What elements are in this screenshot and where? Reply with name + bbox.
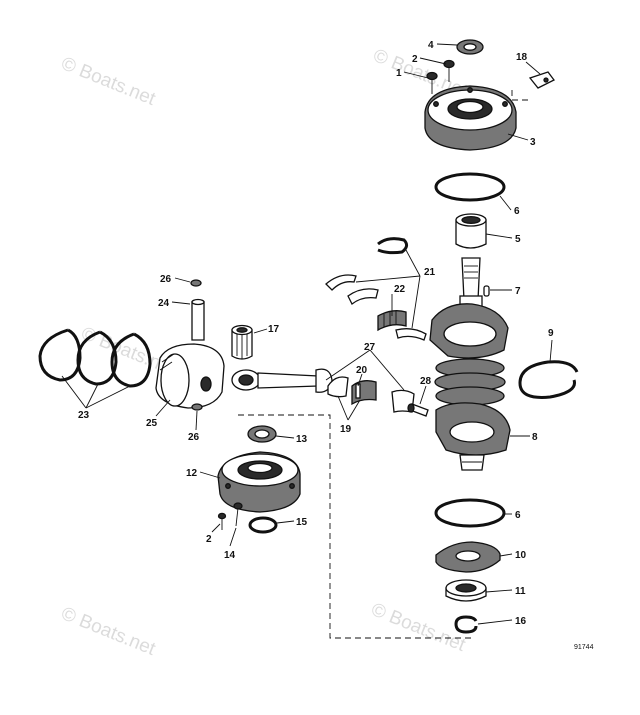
part-10-seal-plate [435,541,501,573]
callout-9: 9 [548,328,554,339]
callout-24: 24 [158,298,170,309]
callout-8: 8 [532,432,538,443]
part-28-rod-bolt [407,403,429,417]
part-2-screw-lower [217,512,227,530]
part-2-screw-top [443,59,455,82]
callout-26-upper: 26 [160,274,172,285]
part-21-bearing-cage-halves [325,274,427,341]
part-14-screw [233,502,243,527]
part-20-needle-roller [355,383,361,399]
callout-19: 19 [340,424,352,435]
callout-2-lower: 2 [206,534,212,545]
callout-11: 11 [515,586,526,597]
part-8-crankshaft [429,257,511,471]
leader-lines [155,43,553,625]
callout-16: 16 [515,616,527,627]
part-17-needle-bearing [231,324,253,360]
part-15-o-ring [248,516,278,534]
part-11-ball-bearing [445,579,487,602]
callout-13: 13 [296,434,308,445]
part-1-screw-top [426,71,438,94]
part-27-rod-cap-bearings [327,376,415,413]
callout-27: 27 [364,342,376,353]
callout-14: 14 [224,550,236,561]
figure-reference-number: 91744 [574,644,594,651]
callout-3: 3 [530,137,536,148]
part-25-piston [155,343,225,409]
part-4-seal [456,39,484,55]
connecting-rod [231,368,333,393]
assembly-dashed-line [238,414,472,639]
callout-21: 21 [424,267,436,278]
callout-6: 6 [514,206,520,217]
watermarks: © Boats.net © Boats.net © Boats.net © Bo… [58,45,471,660]
part-6-o-ring-upper [434,172,506,202]
callout-28: 28 [420,376,432,387]
part-21-bearing-retainer-ring [377,237,409,255]
callout-15: 15 [296,517,308,528]
callout-7: 7 [515,286,521,297]
part-16-snap-ring [454,615,478,634]
part-7-key [483,285,490,297]
callout-1: 1 [396,68,402,79]
part-24-piston-pin [191,298,205,341]
part-26-retainer-upper [190,279,202,287]
callout-2: 2 [412,54,418,65]
part-9-retaining-ring [518,360,579,399]
callout-10: 10 [515,550,527,561]
callout-22: 22 [394,284,406,295]
watermark-text: © Boats.net [368,599,469,656]
callout-6b: 6 [515,510,521,521]
part-6-o-ring-lower [434,498,506,528]
part-26-retainer-lower [191,403,203,411]
part-12-lower-bearing-housing [217,451,301,513]
callout-17: 17 [268,324,280,335]
part-13-seal [247,425,277,443]
part-5-needle-bearing [455,213,487,249]
callout-18: 18 [516,52,528,63]
callout-25: 25 [146,418,158,429]
part-22-rod-bearing [377,310,407,332]
part-18-bracket [511,71,555,101]
callout-26-lower: 26 [188,432,200,443]
watermark-text: © Boats.net [58,53,159,110]
callout-12: 12 [186,468,198,479]
callout-5: 5 [515,234,521,245]
callout-23: 23 [78,410,90,421]
callout-4: 4 [428,40,434,51]
watermark-text: © Boats.net [58,603,159,660]
callout-labels: 4 2 1 18 3 6 5 7 9 8 6 10 11 16 21 22 27… [78,40,554,627]
part-23-piston-rings [38,328,152,409]
callout-20: 20 [356,365,368,376]
part-3-upper-bearing-housing [424,85,517,151]
